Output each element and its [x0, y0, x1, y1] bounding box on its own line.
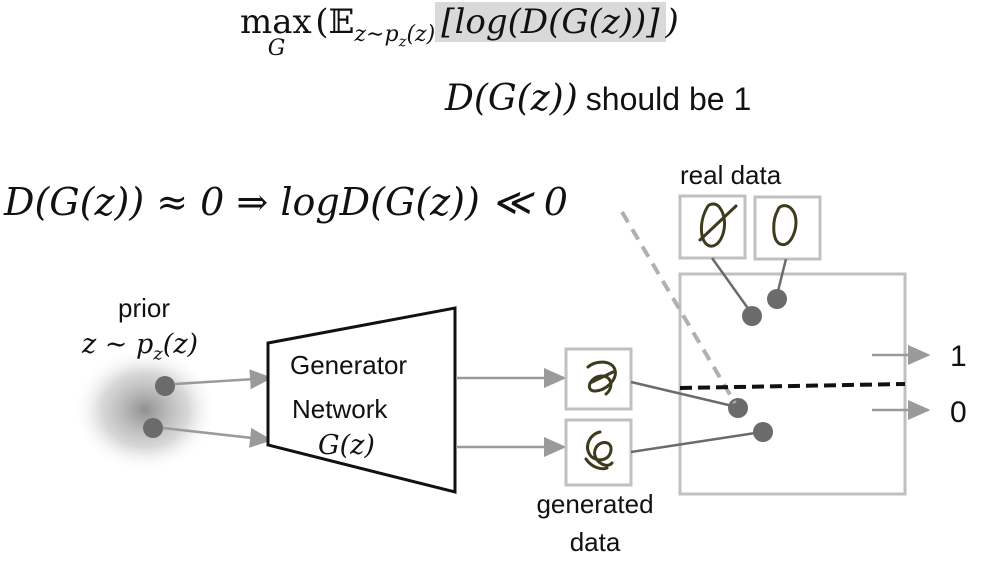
prior-to-generator-arrow-1 [174, 369, 273, 390]
generated-sample-sketch-1 [586, 360, 617, 396]
generated-point-2 [753, 422, 773, 442]
prior-formula-main: z ∼ p [82, 329, 154, 360]
expectation-subscript-end: (z) [406, 21, 436, 47]
generated-point-1 [728, 398, 748, 418]
prior-formula: z ∼ pz(z) [82, 329, 198, 364]
max-subscript: G [267, 35, 286, 61]
generator-title: Generator [290, 350, 408, 380]
objective-close-paren: ) [665, 2, 679, 42]
target-statement: D(G(z))should be 1 [445, 78, 751, 119]
expectation-subscript: z∼p [354, 21, 399, 47]
generator-subtitle: Network [292, 394, 388, 424]
target-formula: D(G(z)) [445, 78, 578, 119]
real-point-2 [767, 289, 787, 309]
prior-formula-sub: z [153, 343, 163, 365]
generated-connector-1 [630, 380, 738, 409]
generated-sample-box-2 [564, 418, 633, 487]
output-label-zero: 0 [950, 396, 967, 429]
generator-function: G(z) [318, 430, 375, 461]
real-sample-sketch-2 [772, 204, 798, 247]
generated-connector-2 [630, 430, 763, 454]
target-text: should be 1 [585, 81, 752, 117]
implication-pointer [620, 210, 737, 405]
prior-label: prior [118, 293, 171, 323]
generated-data-label: generated data [536, 489, 654, 557]
real-connector-1 [710, 257, 754, 315]
prior-distribution [73, 348, 217, 472]
expectation-subscript-z: z [398, 32, 407, 51]
objective-highlighted-term: [log(D(G(z))] [435, 2, 666, 42]
prior-sample-dot-1 [155, 376, 175, 396]
real-sample-box-2 [753, 195, 822, 261]
generated-sample-sketch-2 [584, 430, 614, 471]
generator-network-shape [266, 306, 457, 494]
real-data-label: real data [680, 160, 782, 190]
prior-to-generator-arrow-2 [162, 426, 273, 448]
decision-boundary [679, 382, 906, 390]
implication-formula: D(G(z)) ≈ 0 ⇒ logD(G(z)) ≪ 0 [4, 180, 568, 224]
real-sample-sketch-1 [698, 202, 738, 248]
real-point-1 [742, 306, 762, 326]
max-operator: max [240, 2, 312, 42]
prior-formula-end: (z) [162, 329, 199, 360]
prior-sample-dot-2 [143, 418, 163, 438]
output-label-one: 1 [950, 340, 967, 373]
generator-objective: maxG (𝔼z∼pz(z)[log(D(G(z))]) [240, 2, 679, 61]
expectation-symbol: (𝔼 [315, 2, 355, 42]
